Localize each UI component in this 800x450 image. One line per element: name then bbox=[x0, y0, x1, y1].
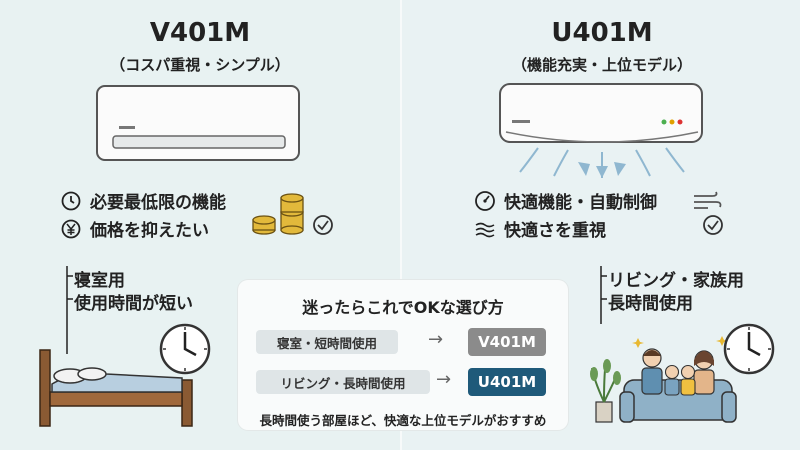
ac-unit-basic-illustration bbox=[96, 85, 300, 161]
left-bullet-1: 寝室用 bbox=[74, 271, 125, 291]
left-bullet-2: 使用時間が短い bbox=[74, 294, 193, 314]
right-feature-2: 快適さを重視 bbox=[474, 216, 606, 241]
right-bullet-2: 長時間使用 bbox=[608, 294, 693, 314]
guide-condition-2: リビング・長時間使用 bbox=[256, 370, 430, 394]
left-feature-2: 価格を抑えたい bbox=[60, 216, 209, 241]
right-title: U401M bbox=[551, 18, 653, 48]
wall-clock-icon bbox=[723, 323, 775, 375]
check-circle-icon bbox=[313, 215, 333, 235]
plant-icon bbox=[590, 359, 621, 423]
bracket-line bbox=[66, 266, 73, 354]
wall-clock-icon bbox=[159, 323, 211, 375]
left-feature-1: 必要最低限の機能 bbox=[60, 188, 226, 213]
ac-unit-premium-illustration bbox=[499, 83, 703, 178]
coins-icon bbox=[252, 193, 304, 235]
gauge-icon bbox=[474, 190, 496, 212]
right-subtitle: （機能充実・上位モデル） bbox=[511, 56, 692, 74]
guide-model-2: U401M bbox=[468, 368, 546, 396]
right-feature-1: 快適機能・自動制御 bbox=[474, 188, 657, 213]
airflow-icon bbox=[694, 191, 722, 209]
arrow-icon: → bbox=[428, 329, 444, 350]
check-circle-icon bbox=[703, 215, 723, 235]
guide-title: 迷ったらこれでOKな選び方 bbox=[302, 298, 504, 317]
guide-model-1: V401M bbox=[468, 328, 546, 356]
left-title: V401M bbox=[149, 18, 251, 48]
wind-icon bbox=[474, 218, 496, 240]
clock-icon bbox=[60, 190, 82, 212]
bracket-line bbox=[600, 266, 607, 324]
guide-condition-1: 寝室・短時間使用 bbox=[256, 330, 398, 354]
family-sofa-illustration bbox=[590, 336, 737, 423]
guide-note: 長時間使う部屋ほど、快適な上位モデルがおすすめ bbox=[259, 413, 547, 428]
yen-icon bbox=[60, 218, 82, 240]
arrow-icon: → bbox=[436, 369, 452, 390]
selection-guide-panel: 迷ったらこれでOKな選び方 寝室・短時間使用 → V401M リビング・長時間使… bbox=[238, 280, 568, 430]
right-bullet-1: リビング・家族用 bbox=[608, 271, 744, 291]
left-panel: V401M （コスパ重視・シンプル） 必要最低限の機能 価格を抑えたい bbox=[0, 0, 400, 450]
bed-illustration bbox=[39, 349, 193, 427]
left-subtitle: （コスパ重視・シンプル） bbox=[110, 56, 290, 74]
